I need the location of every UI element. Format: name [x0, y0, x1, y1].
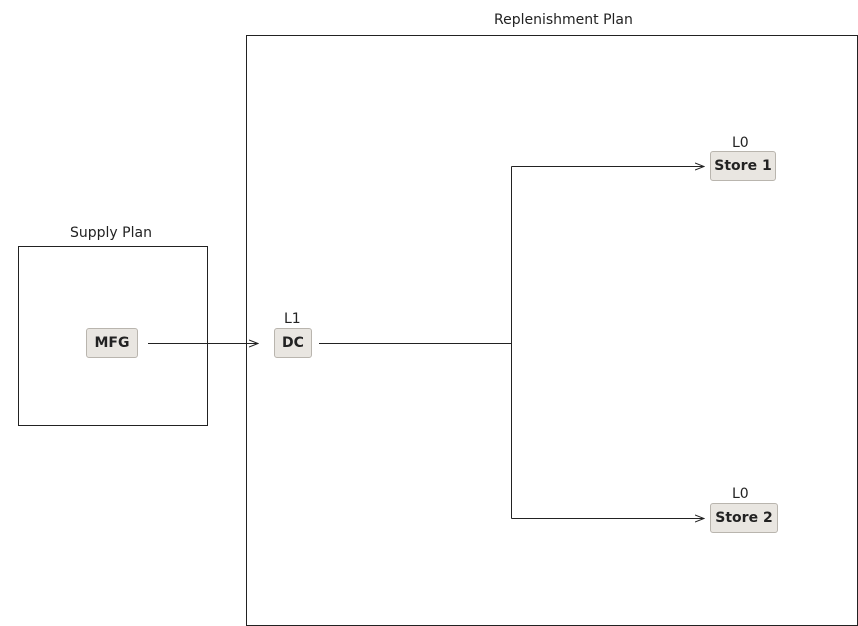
supply-plan-frame [18, 246, 208, 426]
node-mfg: MFG [86, 328, 138, 358]
node-store-2: Store 2 [710, 503, 778, 533]
store2-level-label: L0 [732, 486, 749, 502]
node-store-1: Store 1 [710, 151, 776, 181]
replenishment-plan-title: Replenishment Plan [494, 12, 633, 28]
store1-level-label: L0 [732, 135, 749, 151]
node-dc: DC [274, 328, 312, 358]
supply-plan-title: Supply Plan [70, 225, 152, 241]
dc-level-label: L1 [284, 311, 301, 327]
